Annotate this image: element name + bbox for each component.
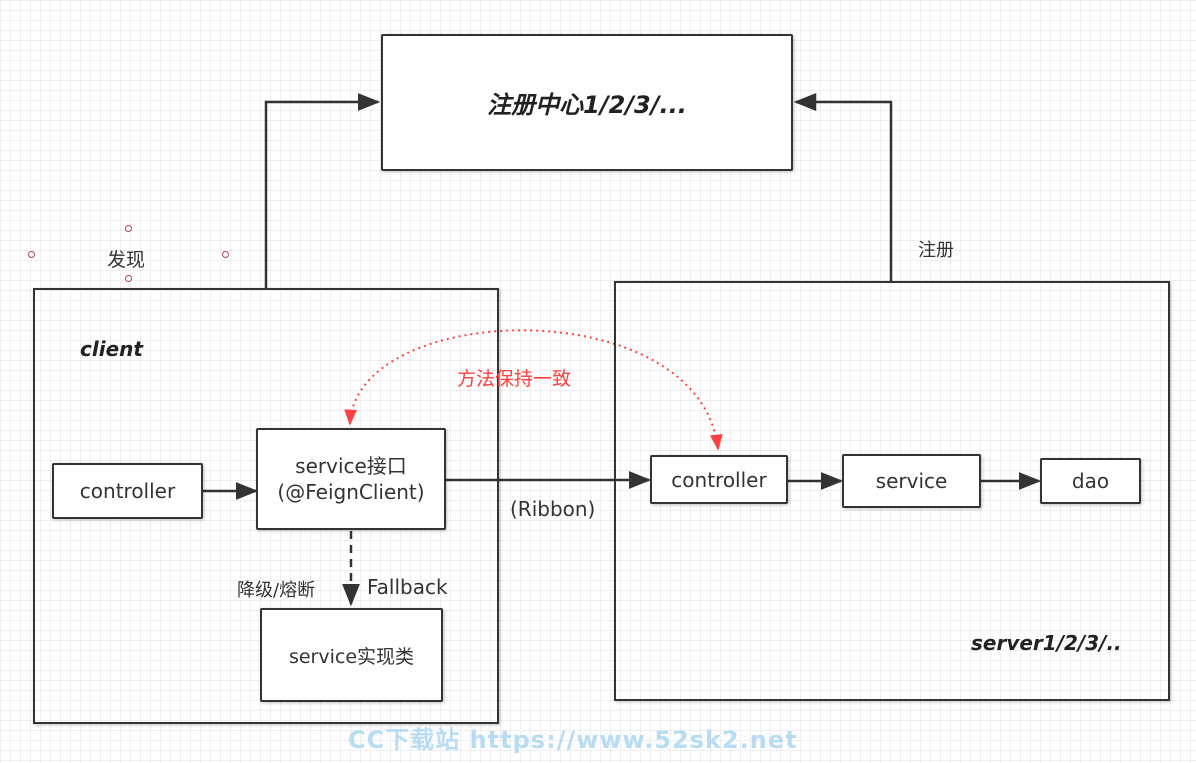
server-title: server1/2/3/.. xyxy=(971,631,1122,655)
dao-label: dao xyxy=(1071,469,1110,493)
dao-box[interactable]: dao xyxy=(1040,458,1141,504)
selection-handle-top[interactable] xyxy=(125,225,132,232)
ribbon-label: (Ribbon) xyxy=(510,497,596,521)
server-frame[interactable] xyxy=(614,281,1170,701)
register-arrow xyxy=(793,93,893,281)
discover-arrow xyxy=(264,93,381,288)
selection-handle-right[interactable] xyxy=(222,251,229,258)
server-service-box[interactable]: service xyxy=(842,454,981,508)
client-controller-label: controller xyxy=(79,479,176,503)
registry-title: 注册中心1/2/3/... xyxy=(487,91,687,119)
registry-box[interactable]: 注册中心1/2/3/... xyxy=(381,34,793,171)
register-label: 注册 xyxy=(918,240,954,261)
server-controller-box[interactable]: controller xyxy=(650,455,788,504)
service-impl-box[interactable]: service实现类 xyxy=(260,608,443,702)
feign-client-annotation: (@FeignClient) xyxy=(277,480,425,504)
fallback-label: Fallback xyxy=(367,575,448,599)
degrade-label: 降级/熔断 xyxy=(237,580,316,601)
method-consistency-label: 方法保持一致 xyxy=(457,368,572,390)
server-service-label: service xyxy=(875,469,948,493)
server-controller-label: controller xyxy=(671,467,767,492)
client-title: client xyxy=(80,337,143,361)
service-interface-label: service接口 xyxy=(295,454,407,478)
service-impl-label: service实现类 xyxy=(288,645,415,668)
discover-label: 发现 xyxy=(107,249,146,271)
selection-handle-bottom[interactable] xyxy=(125,275,132,282)
service-interface-box[interactable]: service接口 (@FeignClient) xyxy=(256,428,446,530)
watermark-text: CC下载站 https://www.52sk2.net xyxy=(348,726,798,754)
client-controller-box[interactable]: controller xyxy=(52,463,203,519)
client-frame[interactable] xyxy=(33,288,499,724)
selection-handle-left[interactable] xyxy=(28,251,35,258)
